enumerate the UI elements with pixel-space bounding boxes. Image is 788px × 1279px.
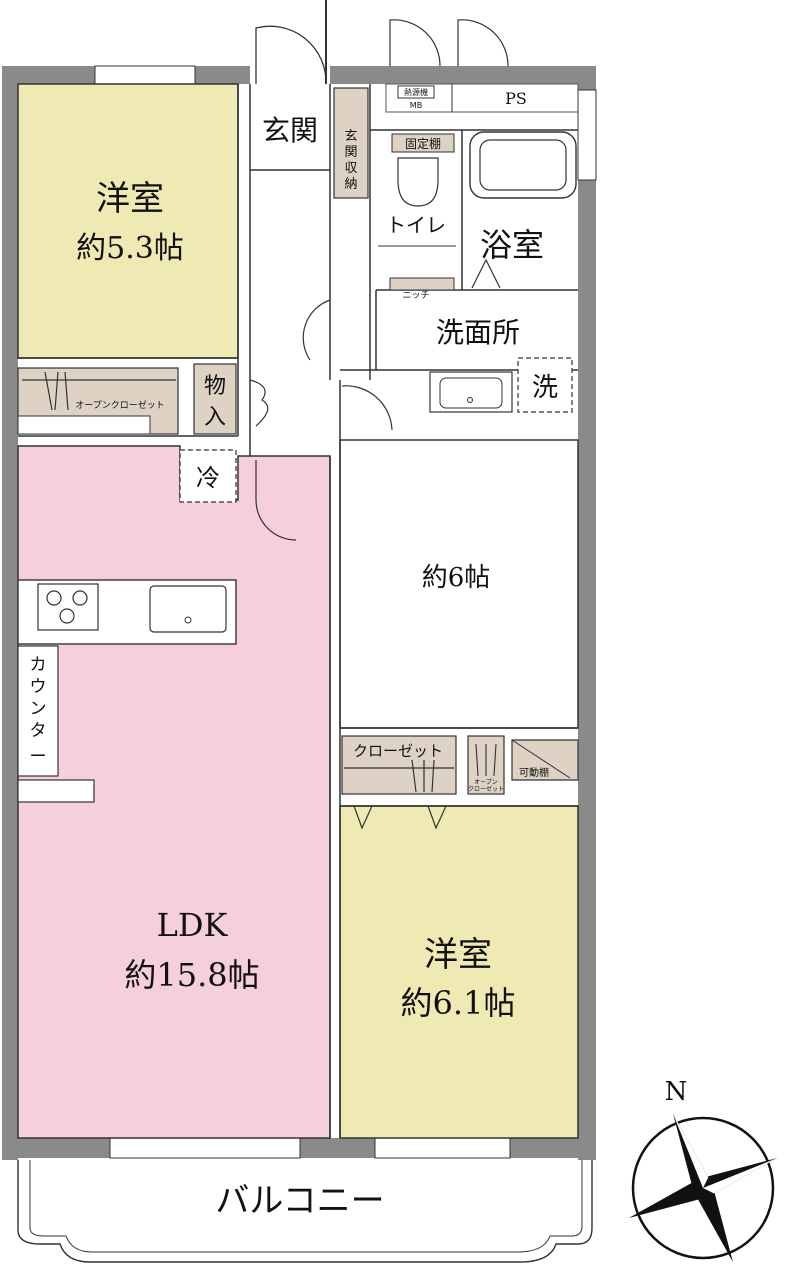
toilet-label: トイレ bbox=[386, 213, 446, 237]
entrance-storage-char-3: 収 bbox=[344, 161, 357, 176]
storage-char-1: 物 bbox=[204, 374, 226, 399]
closet-mid-hangers bbox=[344, 759, 454, 793]
hall-door-swing bbox=[302, 299, 331, 361]
washer-label: 洗 bbox=[532, 373, 558, 403]
storage-char-2: 入 bbox=[204, 405, 226, 430]
compass-needle-west bbox=[628, 1182, 703, 1218]
open-closet-small-line2: クローゼット bbox=[468, 785, 504, 793]
compass-needle-south bbox=[697, 1188, 733, 1263]
counter-char-3: ン bbox=[30, 699, 47, 719]
compass-north-label: N bbox=[665, 1077, 688, 1107]
entrance-door-arc bbox=[255, 25, 327, 85]
closet-mid bbox=[341, 735, 457, 795]
washroom-label: 洗面所 bbox=[436, 316, 520, 349]
counter-char-4: タ bbox=[30, 721, 47, 741]
hanger-lines-left bbox=[22, 371, 176, 411]
mb-door-arc-2 bbox=[457, 19, 509, 67]
meter-box-unit bbox=[397, 85, 435, 99]
ldk-name: LDK bbox=[157, 906, 229, 944]
western-room-se-name: 洋室 bbox=[424, 935, 492, 975]
entrance-storage-char-4: 納 bbox=[344, 177, 357, 192]
open-closet-small-line1: オープン bbox=[474, 779, 498, 786]
bath-label: 浴室 bbox=[480, 226, 544, 264]
ldk-size: 約15.8帖 bbox=[124, 956, 259, 994]
entrance-label: 玄関 bbox=[262, 114, 318, 147]
movable-shelf-label: 可動棚 bbox=[519, 766, 549, 779]
counter-bar bbox=[17, 645, 59, 777]
meter-box-label: 熱源機 bbox=[404, 87, 428, 97]
washroom-door-swing bbox=[341, 385, 393, 431]
storage-closet bbox=[193, 363, 237, 435]
western-room-nw-floor bbox=[17, 83, 239, 359]
fridge-space bbox=[179, 449, 237, 503]
hall-door-swing-2 bbox=[255, 460, 297, 541]
entrance-storage-char-2: 関 bbox=[344, 145, 357, 160]
bedroom-mid-size: 約6帖 bbox=[422, 563, 491, 593]
fixed-shelf bbox=[391, 133, 455, 153]
balcony-outline bbox=[17, 1160, 593, 1263]
pipe-space-label: PS bbox=[505, 89, 527, 108]
sink-icon bbox=[149, 585, 227, 633]
compass: N bbox=[628, 1077, 778, 1263]
fridge-label: 冷 bbox=[196, 464, 220, 492]
niche bbox=[389, 277, 455, 291]
meter-box-sub: MB bbox=[410, 101, 422, 110]
western-room-se-size: 約6.1帖 bbox=[401, 984, 516, 1022]
outer-walls bbox=[2, 65, 597, 1160]
entrance-storage bbox=[333, 87, 369, 199]
niche-label: ニッチ bbox=[402, 290, 429, 301]
washer-space bbox=[517, 357, 573, 413]
fixed-shelf-label: 固定棚 bbox=[405, 136, 441, 151]
counter-char-5: ー bbox=[30, 747, 47, 767]
movable-shelf bbox=[511, 739, 579, 781]
closet-door-icons bbox=[353, 805, 447, 830]
open-closet-left-label: オープンクローゼット bbox=[75, 399, 164, 411]
toilet-bowl-icon bbox=[397, 157, 439, 207]
western-room-nw-size: 約5.3帖 bbox=[76, 231, 184, 266]
closet-mid-label: クローゼット bbox=[353, 742, 443, 760]
western-room-nw-name: 洋室 bbox=[96, 179, 164, 219]
mb-door-arc-1 bbox=[389, 19, 441, 67]
balcony-label: バルコニー bbox=[215, 1181, 384, 1221]
storage-door-swing bbox=[249, 379, 269, 427]
bath-door-icon bbox=[471, 258, 501, 289]
counter-char-2: ウ bbox=[30, 677, 47, 697]
entrance-storage-char-1: 玄 bbox=[344, 129, 357, 144]
counter-char-1: カ bbox=[30, 655, 47, 675]
bedroom-mid-floor bbox=[339, 439, 579, 729]
